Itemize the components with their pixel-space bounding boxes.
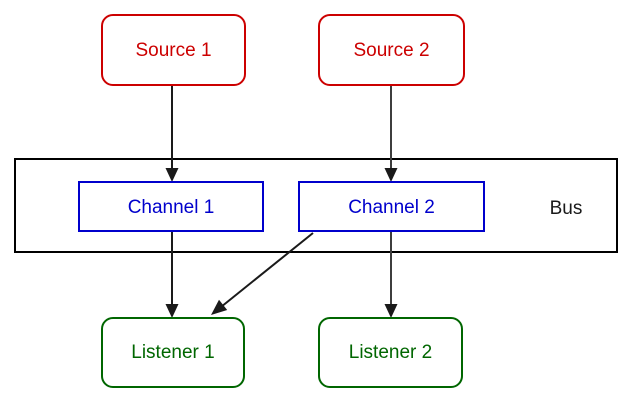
source-2-box[interactable]: [318, 14, 465, 86]
edge-channel-1-to-listener-1: [165, 232, 179, 318]
listener-1-box[interactable]: [101, 317, 245, 388]
node-channel-2[interactable]: Channel 2: [298, 181, 485, 232]
node-source-1[interactable]: Source 1: [101, 14, 246, 86]
listener-2-label: Listener 2: [349, 342, 432, 363]
arrowhead-icon: [384, 304, 398, 318]
arrowhead-icon: [384, 168, 398, 182]
arrowhead-icon: [165, 304, 179, 318]
node-source-2[interactable]: Source 2: [318, 14, 465, 86]
edge-source-1-to-channel-1: [165, 86, 179, 182]
edge-source-2-to-channel-2: [384, 86, 398, 182]
edge-channel-2-to-listener-1: [211, 232, 314, 315]
edges-layer: [165, 86, 398, 318]
bus-label: Bus: [550, 198, 583, 219]
node-listener-1[interactable]: Listener 1: [101, 317, 245, 388]
source-2-label: Source 2: [353, 40, 429, 61]
source-1-label: Source 1: [135, 40, 211, 61]
edge-line: [220, 232, 314, 308]
node-listener-2[interactable]: Listener 2: [318, 317, 463, 388]
edge-channel-2-to-listener-2: [384, 232, 398, 318]
channel-1-box[interactable]: [78, 181, 264, 232]
node-channel-1[interactable]: Channel 1: [78, 181, 264, 232]
channel-2-box[interactable]: [298, 181, 485, 232]
channel-2-label: Channel 2: [348, 197, 435, 218]
listener-2-box[interactable]: [318, 317, 463, 388]
arrowhead-icon: [165, 168, 179, 182]
arrowhead-icon: [211, 299, 228, 315]
listener-1-label: Listener 1: [131, 342, 214, 363]
source-1-box[interactable]: [101, 14, 246, 86]
channel-1-label: Channel 1: [128, 197, 215, 218]
